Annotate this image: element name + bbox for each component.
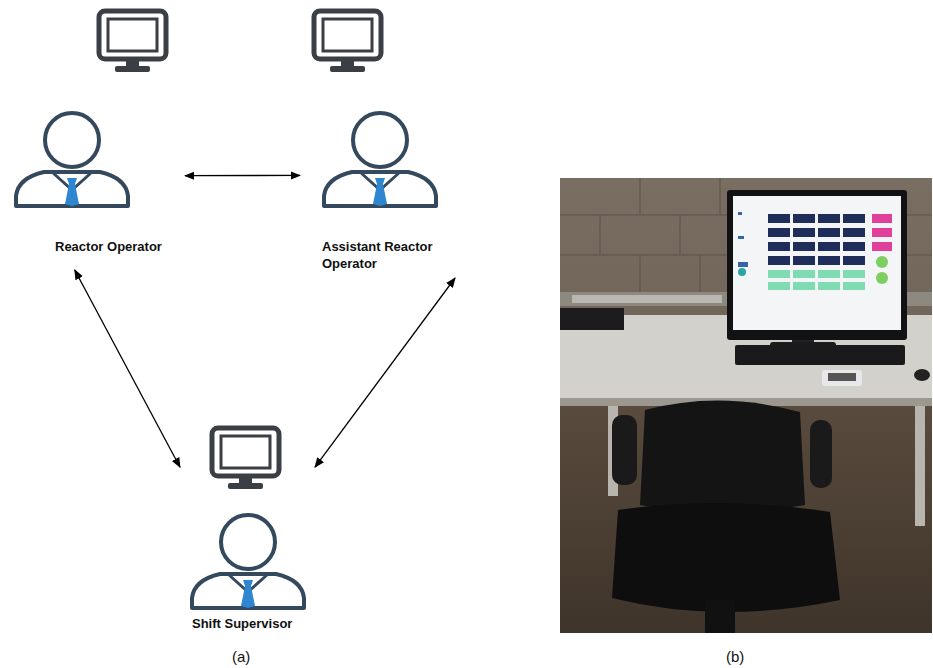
monitor-icon xyxy=(95,8,170,74)
operator-node: Assistant Reactor Operator xyxy=(300,8,475,278)
communication-arrow xyxy=(75,270,180,467)
role-label: Shift Supervisor xyxy=(192,615,292,632)
panel-label: (a) xyxy=(232,648,250,665)
monitor-icon xyxy=(310,8,385,74)
operator-node: Shift Supervisor xyxy=(180,425,315,636)
communication-arrow xyxy=(185,175,300,177)
person-icon xyxy=(320,108,440,208)
communication-arrow xyxy=(315,278,455,467)
operator-node: Reactor Operator xyxy=(10,8,185,270)
panel-label: (b) xyxy=(726,648,744,665)
role-label: Assistant Reactor Operator xyxy=(322,238,450,272)
monitor-icon xyxy=(208,425,283,491)
person-icon xyxy=(12,108,132,208)
role-label: Reactor Operator xyxy=(55,238,162,255)
person-icon xyxy=(188,510,308,610)
